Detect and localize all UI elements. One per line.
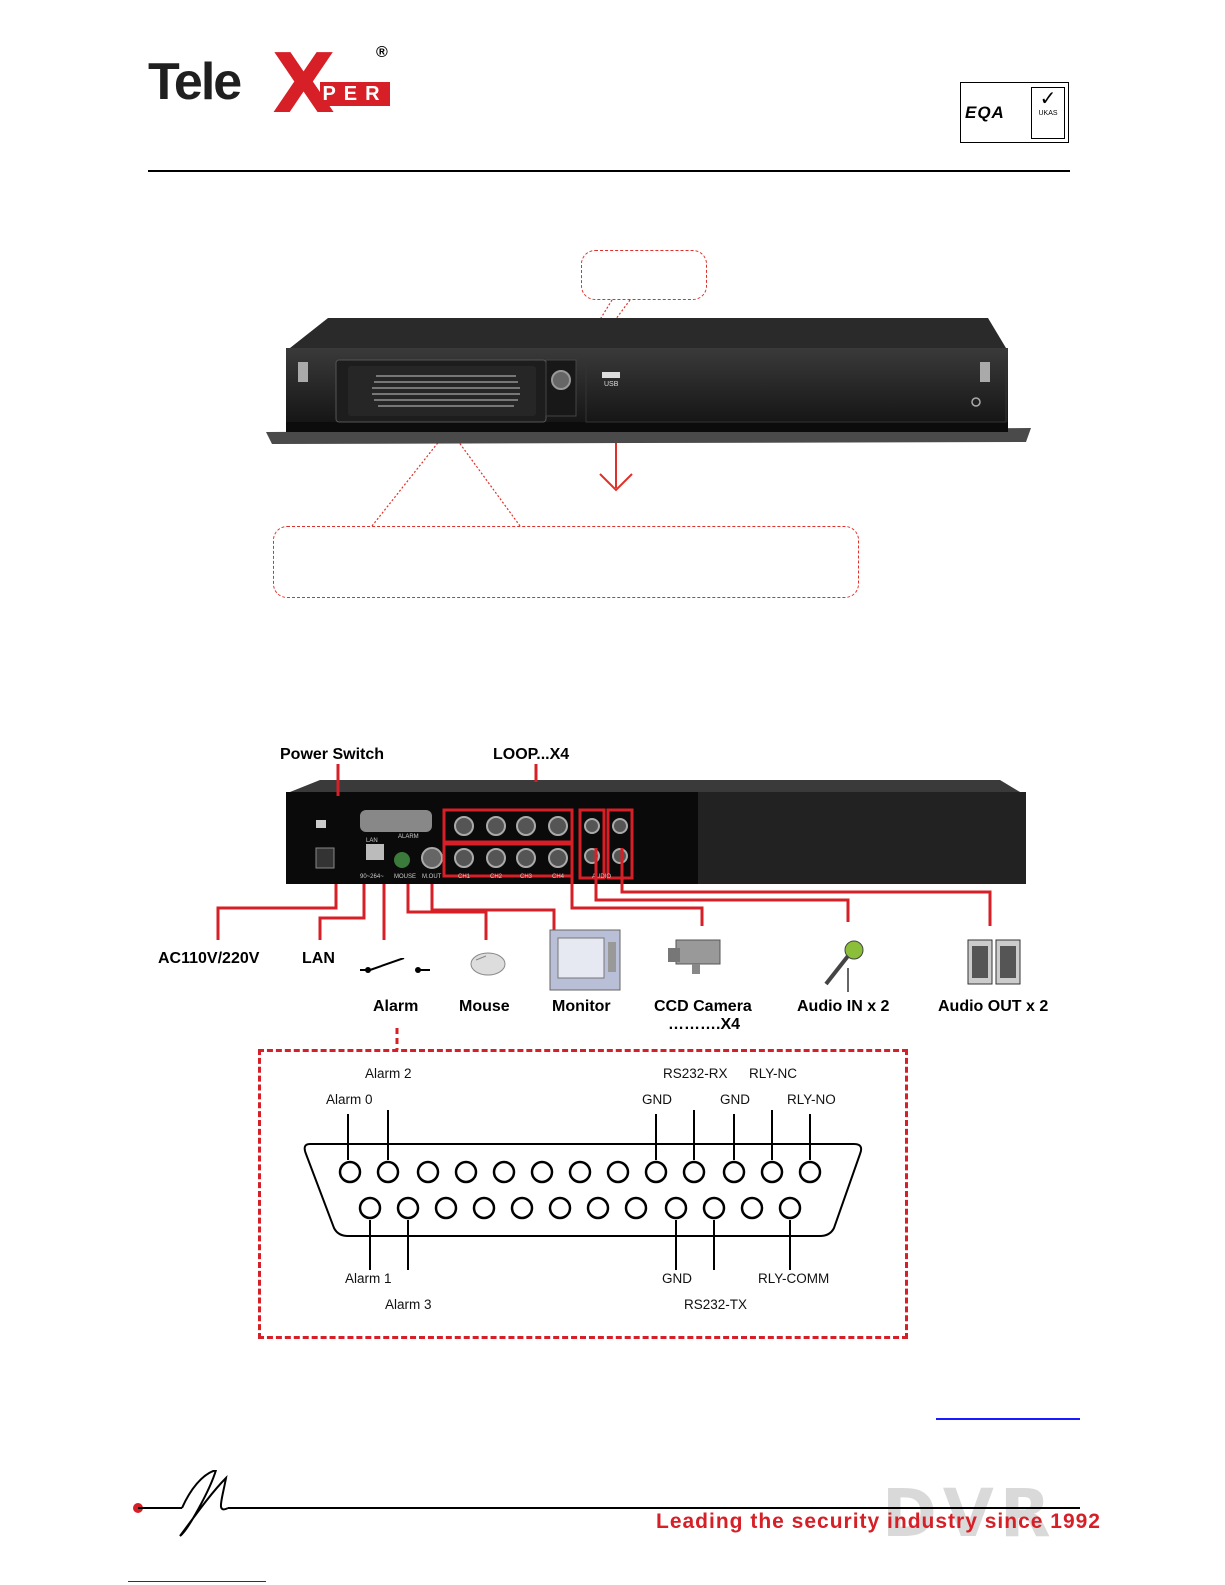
mouse-label: Mouse xyxy=(459,998,510,1015)
eqa-certification-logo: EQA ✓ UKAS xyxy=(960,82,1069,143)
footer-tagline: Leading the security industry since 1992 xyxy=(656,1510,1101,1533)
alarm-box-leader xyxy=(395,1028,399,1050)
port-ch2: CH2 xyxy=(490,874,503,880)
pin-gnd3-label: GND xyxy=(662,1271,692,1286)
speakers-icon xyxy=(967,939,1021,985)
footer-link[interactable] xyxy=(128,1566,266,1582)
key-lock-callout xyxy=(581,250,707,300)
power-switch-label: Power Switch xyxy=(280,746,385,763)
ac-label: AC110V/220V xyxy=(158,950,260,967)
logo-per: PER xyxy=(320,82,390,106)
port-power: 90~264~ xyxy=(360,874,384,880)
port-ch3: CH3 xyxy=(520,874,533,880)
port-alarm: ALARM xyxy=(398,834,419,840)
front-panel-graphic: USB xyxy=(266,318,1031,444)
lan-label: LAN xyxy=(302,950,335,967)
microphone-icon xyxy=(824,940,864,992)
port-mouse: MOUSE xyxy=(394,874,416,880)
website-link[interactable] xyxy=(936,1400,1080,1420)
pin-rs232-rx-label: RS232-RX xyxy=(663,1066,728,1081)
check-icon: ✓ xyxy=(1039,88,1057,110)
ccd-camera-icon xyxy=(668,939,721,974)
pin-alarm2-label: Alarm 2 xyxy=(365,1066,412,1081)
db25-connector xyxy=(303,1110,863,1270)
pin-gnd-label: GND xyxy=(642,1092,672,1107)
pin-gnd2-label: GND xyxy=(720,1092,750,1107)
ukas-mark: ✓ UKAS xyxy=(1031,87,1065,139)
hdd-tray-callout xyxy=(273,526,859,598)
pin-alarm3-label: Alarm 3 xyxy=(385,1297,432,1312)
dvr-front-panel: USB xyxy=(266,318,1031,450)
pin-alarm0-label: Alarm 0 xyxy=(326,1092,373,1107)
header-divider xyxy=(148,170,1070,172)
usb-label: USB xyxy=(604,381,619,388)
loop-label: LOOP...X4 xyxy=(493,746,570,763)
ccd-camera-label: CCD Camera xyxy=(654,998,752,1015)
port-mout: M.OUT xyxy=(422,874,442,880)
ccd-count-label: ……….X4 xyxy=(668,1016,741,1033)
port-lan: LAN xyxy=(366,838,378,844)
logo-tele: Tele xyxy=(148,53,242,111)
monitor-icon xyxy=(549,929,621,991)
rear-panel-graphic: LAN ALARM 90~264~ MOUSE M.OUT CH1 CH2 CH… xyxy=(286,780,1026,884)
pin-alarm1-label: Alarm 1 xyxy=(345,1271,392,1286)
telexper-logo: Tele X PER ® xyxy=(148,44,408,134)
ukas-text: UKAS xyxy=(1038,110,1058,117)
registered-mark: ® xyxy=(376,44,388,61)
dvr-rear-panel: LAN ALARM 90~264~ MOUSE M.OUT CH1 CH2 CH… xyxy=(280,780,1032,888)
port-audio: AUDIO xyxy=(592,874,611,880)
alarm-switch-icon xyxy=(360,958,430,973)
audio-in-label: Audio IN x 2 xyxy=(797,998,890,1015)
mouse-icon xyxy=(470,952,506,976)
monitor-label: Monitor xyxy=(552,998,611,1015)
dvr-watermark: DVR xyxy=(882,1475,1057,1552)
audio-out-label: Audio OUT x 2 xyxy=(938,998,1049,1015)
pin-rs232-tx-label: RS232-TX xyxy=(684,1297,748,1312)
footer-signature-line xyxy=(133,1470,1080,1537)
pin-rly-nc-label: RLY-NC xyxy=(749,1066,798,1081)
eqa-text: EQA xyxy=(965,103,1005,122)
port-ch1: CH1 xyxy=(458,874,471,880)
pin-rly-comm-label: RLY-COMM xyxy=(758,1271,830,1286)
port-ch4: CH4 xyxy=(552,874,565,880)
rear-leader-lines xyxy=(216,764,992,940)
pin-rly-no-label: RLY-NO xyxy=(787,1092,836,1107)
alarm-connector-box xyxy=(258,1049,908,1339)
alarm-label: Alarm xyxy=(373,998,419,1015)
